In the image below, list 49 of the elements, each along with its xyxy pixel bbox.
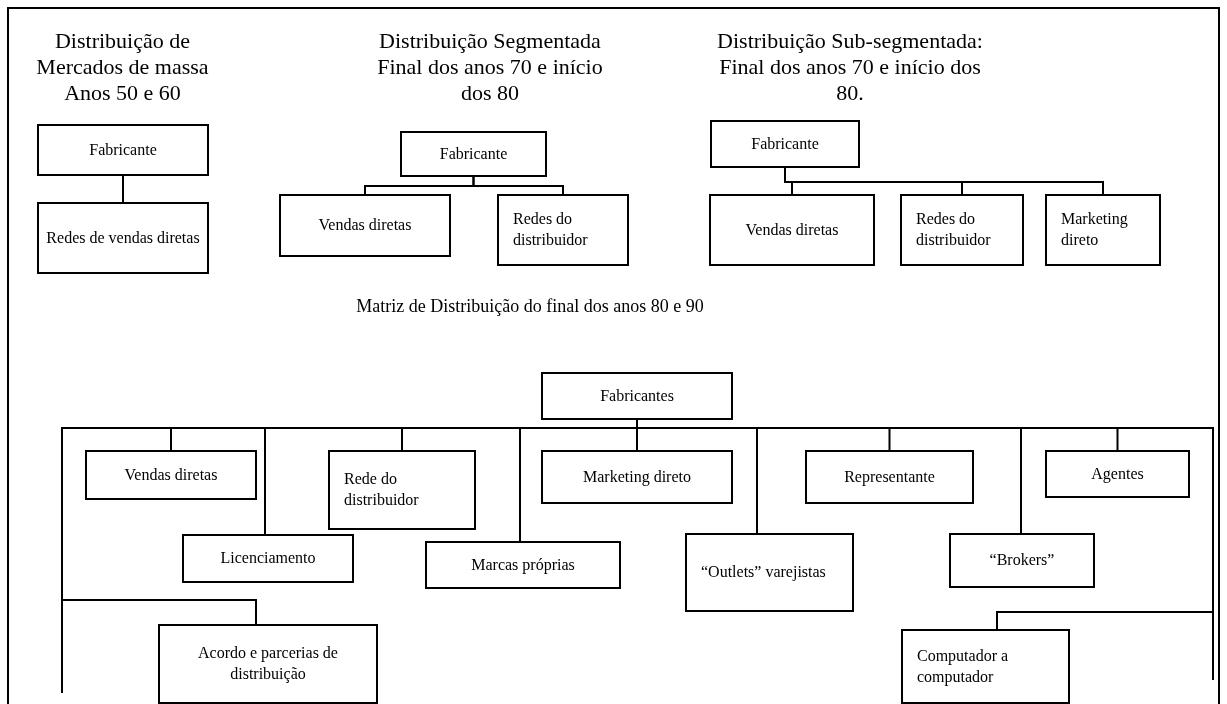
process-box xyxy=(85,450,257,500)
box-label: Computador a computador xyxy=(917,645,1010,688)
connector-line xyxy=(784,167,1104,195)
process-box xyxy=(805,450,974,504)
section-heading: Distribuição Segmentada Final dos anos 70 e início dos 80 xyxy=(376,28,604,106)
section-heading: Distribuição Sub-segmentada: Final dos anos 70 e início dos 80. xyxy=(716,28,984,106)
process-box xyxy=(497,194,629,266)
box-label: Redes do distribuidor xyxy=(513,209,589,250)
process-box xyxy=(710,120,860,168)
process-box xyxy=(400,131,547,177)
process-box xyxy=(1045,450,1190,498)
process-box xyxy=(709,194,875,266)
process-box xyxy=(685,533,854,612)
box-label: Vendas diretas xyxy=(124,464,218,485)
box-label: Redes de vendas diretas xyxy=(46,227,200,248)
process-box xyxy=(1045,194,1161,266)
box-label: Marcas próprias xyxy=(471,554,575,576)
box-label: Fabricantes xyxy=(600,385,674,406)
section-heading: Matriz de Distribuição do final dos anos 80 e 90 xyxy=(355,296,705,318)
box-label: Licenciamento xyxy=(220,548,316,569)
process-box xyxy=(37,202,209,274)
process-box xyxy=(279,194,451,257)
process-box xyxy=(158,624,378,704)
box-label: Rede do distribuidor xyxy=(344,469,420,510)
box-label: Representante xyxy=(844,466,935,488)
process-box xyxy=(541,372,733,420)
box-label: “Outlets” varejistas xyxy=(701,562,826,583)
process-box xyxy=(900,194,1024,266)
process-box xyxy=(949,533,1095,588)
process-box xyxy=(328,450,476,530)
section-heading: Distribuição de Mercados de massa Anos 50 e 60 xyxy=(35,28,210,106)
box-label: Fabricante xyxy=(439,143,508,164)
connector-line xyxy=(122,175,124,203)
box-label: Vendas diretas xyxy=(318,215,412,236)
connector-line xyxy=(472,176,564,195)
box-label: Fabricante xyxy=(89,139,157,160)
process-box xyxy=(182,534,354,583)
process-box xyxy=(541,450,733,504)
process-box xyxy=(901,629,1070,704)
box-label: Acordo e parcerias de distribuição xyxy=(197,643,339,685)
box-label: Marketing direto xyxy=(583,466,691,488)
box-label: Fabricante xyxy=(751,133,819,154)
box-label: “Brokers” xyxy=(989,550,1055,571)
box-label: Redes do distribuidor xyxy=(916,209,992,250)
process-box xyxy=(425,541,621,589)
box-label: Vendas diretas xyxy=(745,219,839,240)
box-label: Marketing direto xyxy=(1061,209,1129,250)
box-label: Agentes xyxy=(1091,463,1144,485)
process-box xyxy=(37,124,209,176)
